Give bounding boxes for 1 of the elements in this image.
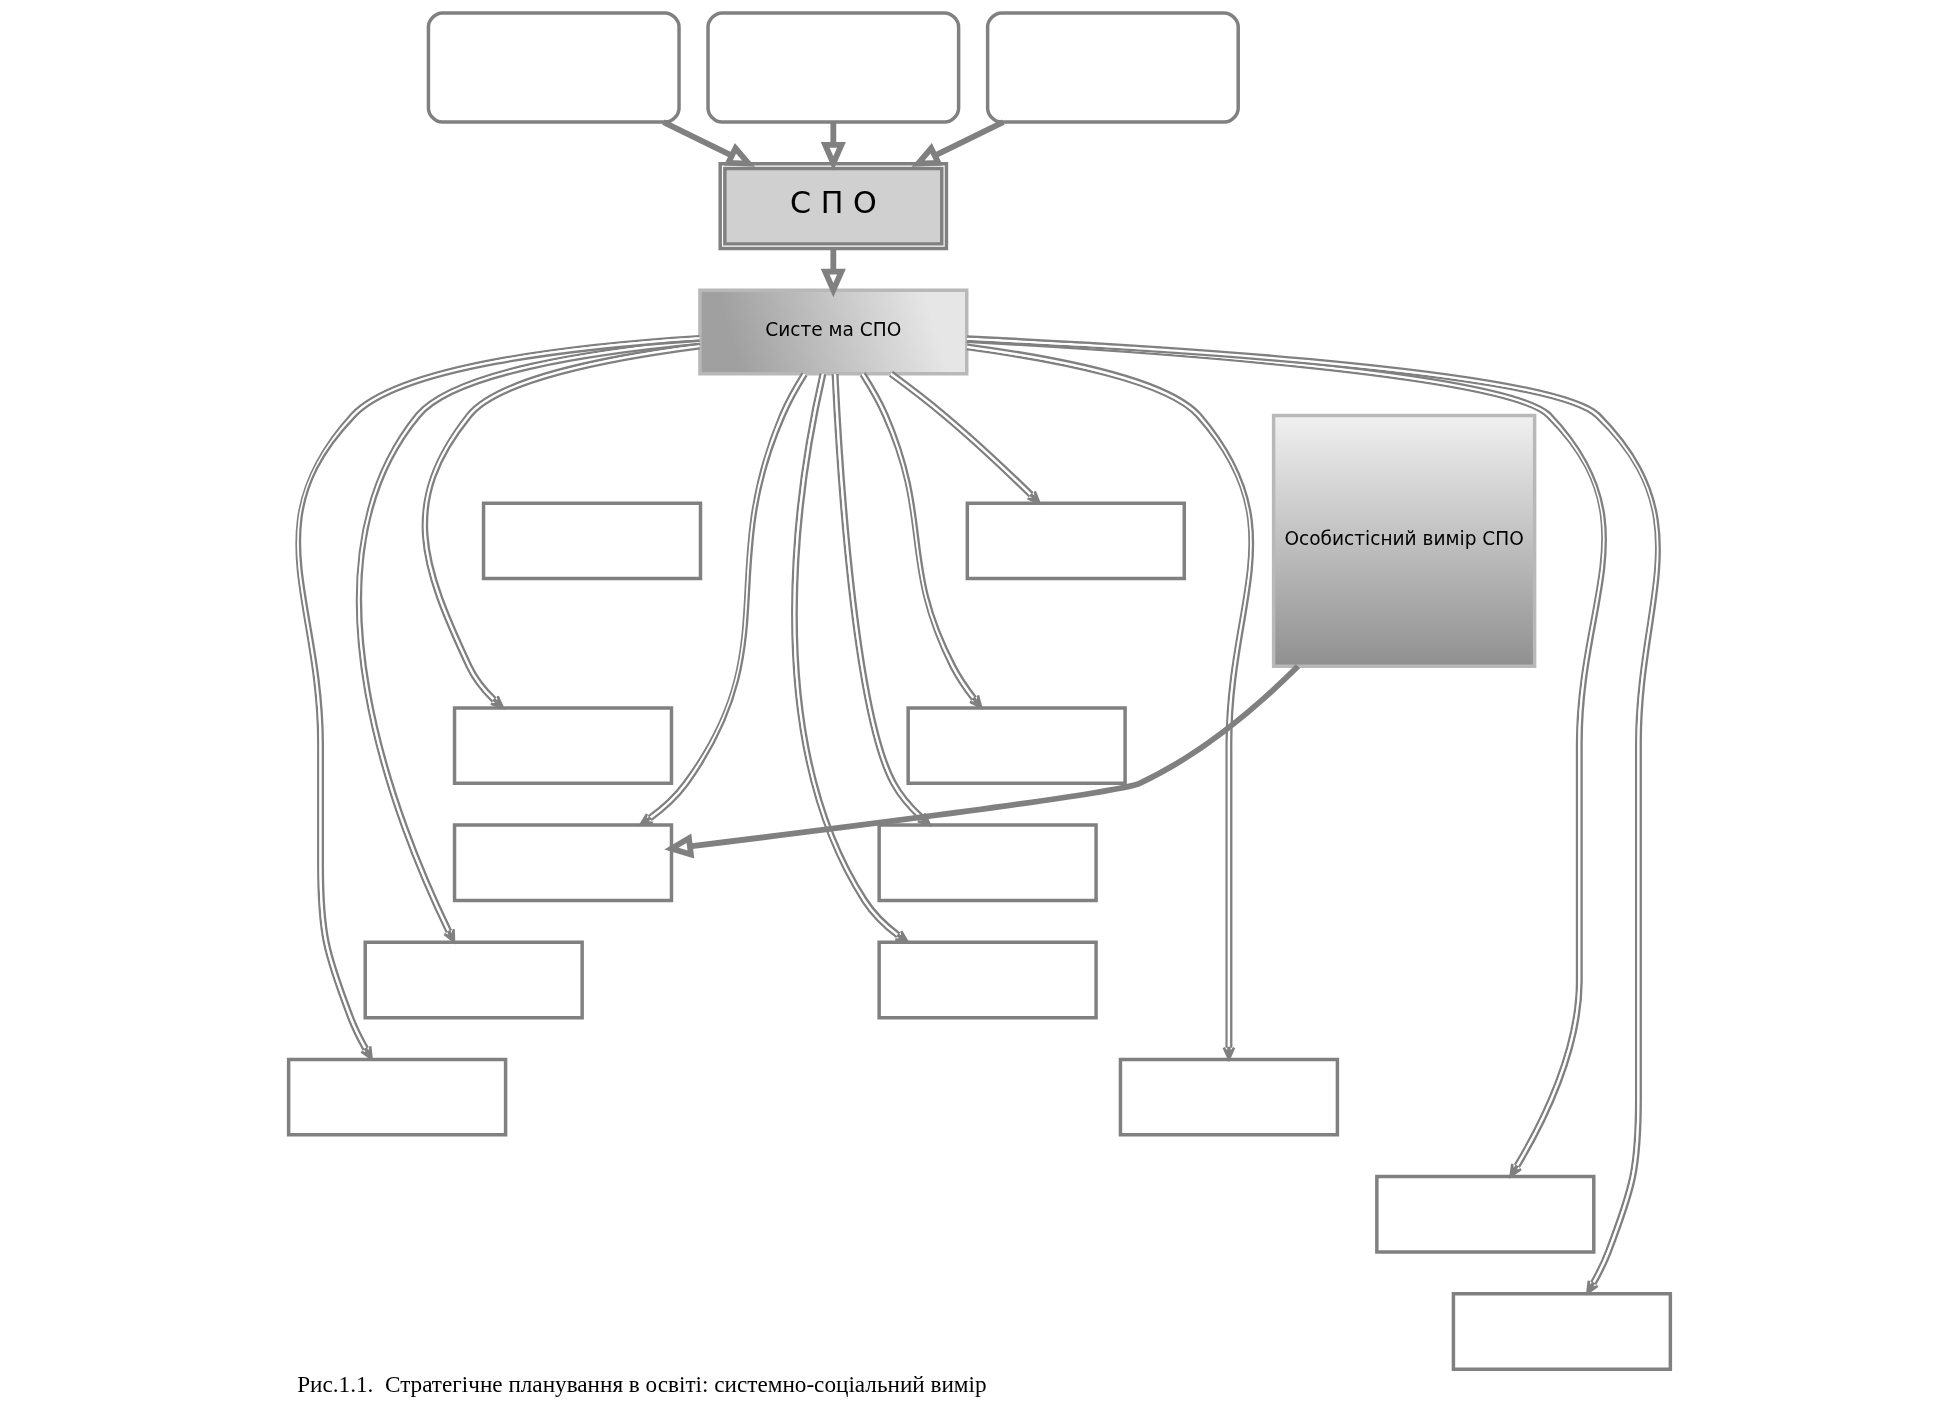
caption: Рис.1.1. Стратегічне планування в освіті: системно-соціальний вимір — [296, 1371, 987, 1398]
